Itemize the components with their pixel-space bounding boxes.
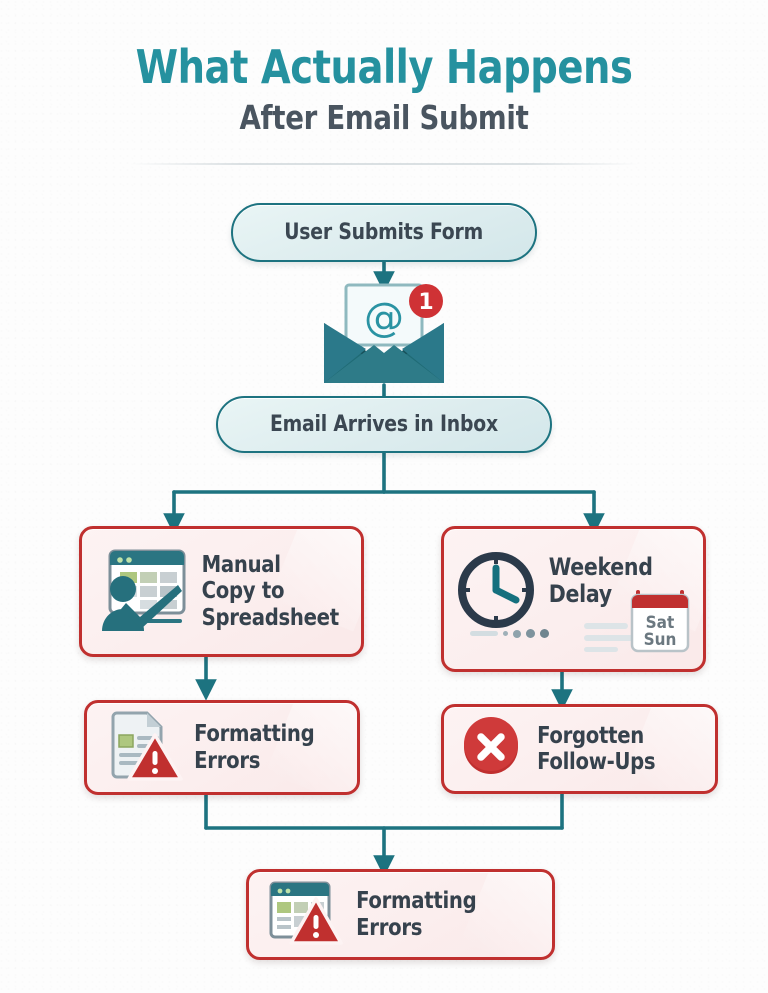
at-symbol: @ [364, 295, 404, 341]
page-header: What Actually Happens After Email Submit [0, 44, 768, 134]
page-title: What Actually Happens [135, 40, 633, 94]
node-user-submits-form-label: User Submits Form [284, 220, 484, 245]
loading-dots [470, 629, 549, 638]
badge-count: 1 [418, 290, 433, 315]
spreadsheet-warning-icon [265, 877, 343, 952]
calendar-day-2: Sun [644, 630, 677, 650]
node-user-submits-form[interactable]: User Submits Form [231, 203, 537, 262]
node-email-arrives-in-inbox[interactable]: Email Arrives in Inbox [216, 396, 552, 453]
email-envelope-icon: @ 1 [318, 283, 450, 385]
spreadsheet-person-icon [96, 541, 192, 642]
document-warning-icon [101, 707, 183, 788]
card-forgotten-follow-ups-label: Forgotten Follow-Ups [537, 722, 656, 775]
node-email-arrives-in-inbox-label: Email Arrives in Inbox [270, 412, 498, 437]
card-formatting-errors-left-label: Formatting Errors [194, 721, 315, 774]
clock-icon [454, 548, 538, 637]
card-manual-copy-to-spreadsheet-label: Manual Copy to Spreadsheet [201, 552, 340, 631]
card-forgotten-follow-ups[interactable]: Forgotten Follow-Ups [441, 704, 718, 794]
circle-x-icon [460, 716, 522, 783]
page-subtitle: After Email Submit [239, 98, 529, 137]
card-manual-copy-to-spreadsheet[interactable]: Manual Copy to Spreadsheet [79, 526, 364, 657]
card-formatting-errors-bottom-label: Formatting Errors [356, 888, 477, 941]
card-weekend-delay[interactable]: Weekend Delay Sat Sun [441, 526, 706, 672]
card-formatting-errors-left[interactable]: Formatting Errors [84, 700, 360, 795]
card-formatting-errors-bottom[interactable]: Formatting Errors [246, 869, 555, 960]
header-divider [130, 163, 638, 165]
badge-circle [409, 284, 443, 318]
text-lines-placeholder [584, 623, 640, 652]
calendar-icon: Sat Sun [629, 586, 691, 659]
